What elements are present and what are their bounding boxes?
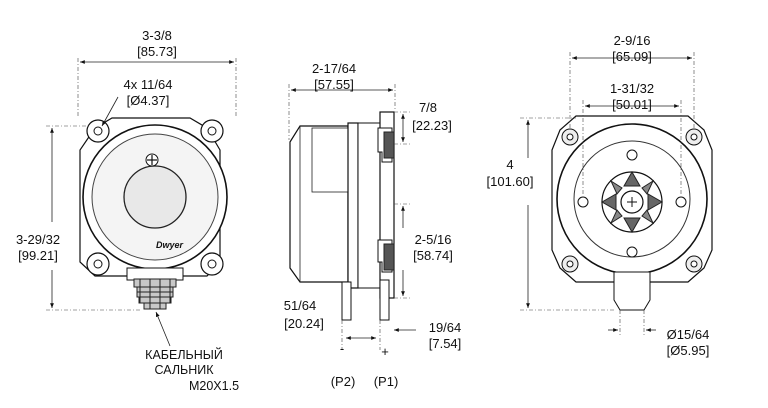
port-p2-label: (P2) [331, 374, 356, 389]
front-width-mm: [85.73] [137, 44, 177, 59]
side-view: 2-17/64 [57.55] 7/8 [22.23] 2-5/16 [58.7… [284, 61, 462, 389]
adjust-window [123, 165, 187, 229]
port-offset-mm: [22.23] [412, 118, 452, 133]
port-plus-label: + [381, 344, 389, 359]
holes-label-mm: [Ø4.37] [127, 93, 170, 108]
port-spacing-mm: [58.74] [413, 248, 453, 263]
holes-label-in: 4x 11/64 [124, 77, 173, 92]
port-p1-label: (P1) [374, 374, 399, 389]
front-width-in: 3-3/8 [142, 28, 172, 43]
inner-spacing-in: 1-31/32 [610, 81, 654, 96]
back-view: 2-9/16 [65.09] 1-31/32 [50.01] 4 [101.60… [487, 33, 713, 358]
port-offset-in: 7/8 [419, 100, 437, 115]
brand-logo: Dwyer [156, 240, 184, 250]
cable-gland [133, 278, 177, 310]
port-dia-in: Ø15/64 [667, 327, 710, 342]
outer-spacing-in: 2-9/16 [614, 33, 651, 48]
back-height-mm: [101.60] [487, 174, 534, 189]
side-depth-mm: [57.55] [314, 77, 354, 92]
front-view: Dwyer 3-3/8 [85.73] 4x 11/64 [Ø4.37] [16, 28, 239, 393]
port-right-in: 19/64 [429, 320, 462, 335]
gland-label-3: M20X1.5 [189, 379, 239, 393]
outer-spacing-mm: [65.09] [612, 49, 652, 64]
port-left-in: 51/64 [284, 298, 317, 313]
port-minus-label: - [340, 341, 344, 356]
front-height-mm: [99.21] [18, 248, 58, 263]
side-depth-in: 2-17/64 [312, 61, 356, 76]
front-height-in: 3-29/32 [16, 232, 60, 247]
gland-label-1: КАБЕЛЬНЫЙ [145, 347, 223, 362]
port-right-mm: [7.54] [429, 336, 462, 351]
back-height-in: 4 [506, 157, 513, 172]
port-spacing-in: 2-5/16 [415, 232, 452, 247]
gland-label-2: САЛЬНИК [154, 363, 214, 377]
back-mount-holes [561, 128, 703, 273]
center-port-hub [600, 170, 664, 234]
port-left-mm: [20.24] [284, 316, 324, 331]
inner-spacing-mm: [50.01] [612, 97, 652, 112]
port-dia-mm: [Ø5.95] [667, 343, 710, 358]
